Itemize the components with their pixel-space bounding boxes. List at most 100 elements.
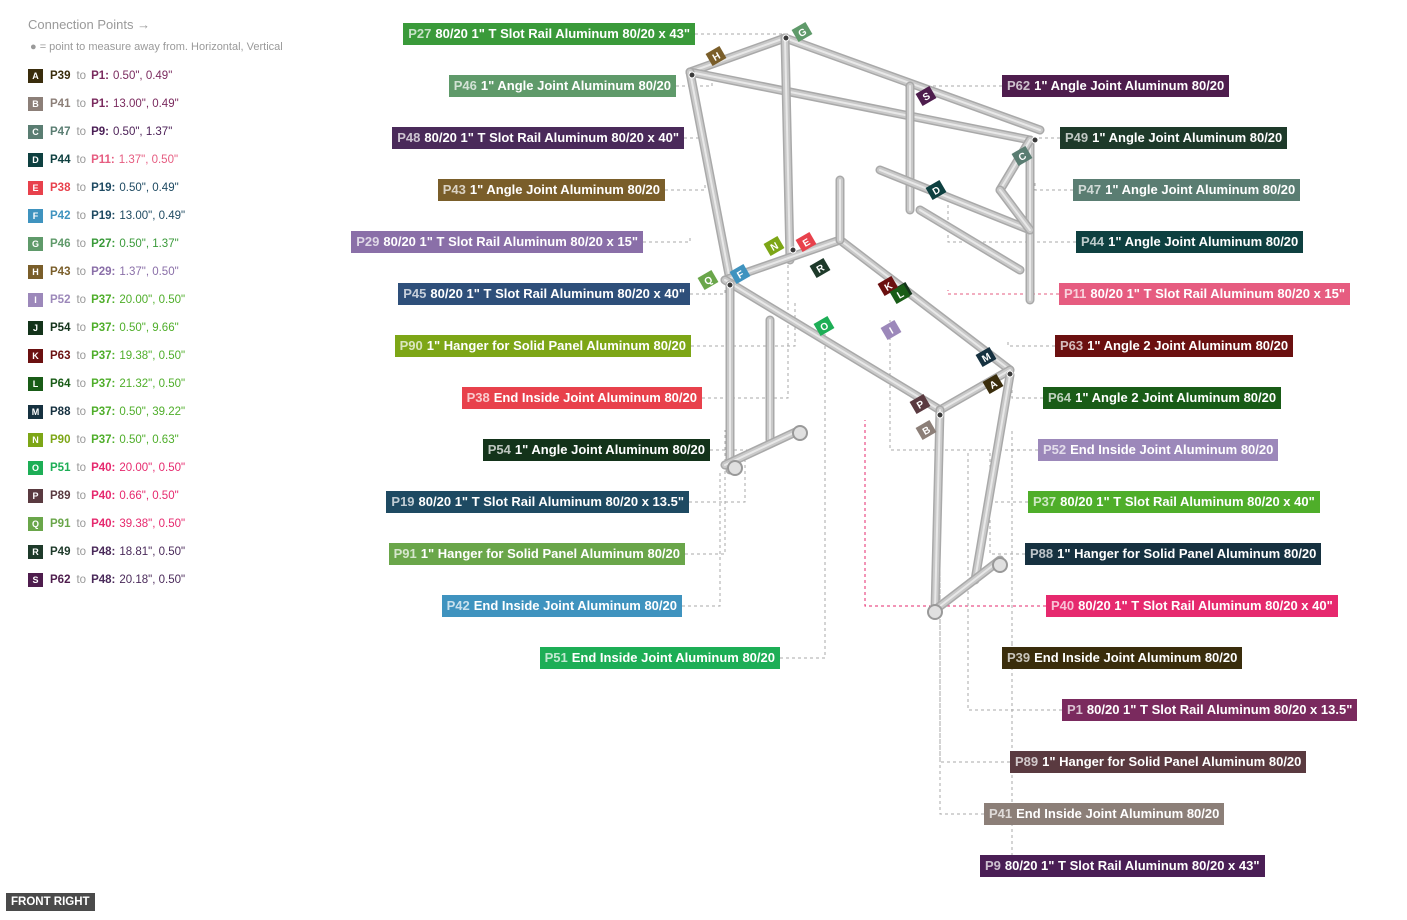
legend-target-id: P19: xyxy=(91,182,116,194)
legend-target-id: P37: xyxy=(91,406,116,418)
marker-e[interactable]: E xyxy=(795,231,817,253)
legend-to: to xyxy=(76,294,87,306)
marker-h[interactable]: H xyxy=(705,45,727,67)
measure-point xyxy=(688,71,696,79)
marker-b[interactable]: B xyxy=(915,419,937,441)
legend-letter-badge: S xyxy=(28,573,43,587)
part-id: P45 xyxy=(403,286,427,301)
marker-box xyxy=(975,346,997,368)
marker-letter: N xyxy=(769,241,781,254)
leader-line xyxy=(682,470,721,607)
marker-a[interactable]: A xyxy=(982,373,1004,395)
marker-l[interactable]: L xyxy=(889,283,911,305)
part-name: 1" Hanger for Solid Panel Aluminum 80/20 xyxy=(420,546,680,561)
marker-p[interactable]: P xyxy=(909,393,931,415)
legend-offset: 13.00", 0.49" xyxy=(112,98,179,110)
marker-g[interactable]: G xyxy=(791,21,813,43)
marker-d[interactable]: D xyxy=(925,179,947,201)
legend-to: to xyxy=(76,70,87,82)
part-id: P51 xyxy=(544,650,568,665)
marker-box xyxy=(915,85,937,107)
marker-f[interactable]: F xyxy=(729,263,751,285)
part-id: P49 xyxy=(1065,130,1089,145)
legend-letter-badge: R xyxy=(28,545,43,559)
legend-letter-badge: L xyxy=(28,377,43,391)
legend-offset: 39.38", 0.50" xyxy=(119,518,186,530)
legend-offset: 0.50", 0.49" xyxy=(119,182,179,194)
part-id: P88 xyxy=(1030,546,1054,561)
marker-s[interactable]: S xyxy=(915,85,937,107)
measure-point xyxy=(789,246,797,254)
legend-offset: 1.37", 0.50" xyxy=(119,266,179,278)
part-id: P62 xyxy=(1007,78,1031,93)
part-name: 1" Angle Joint Aluminum 80/20 xyxy=(1105,182,1296,197)
legend-letter-badge: A xyxy=(28,69,43,83)
part-name: 1" Hanger for Solid Panel Aluminum 80/20 xyxy=(1057,546,1317,561)
legend-letter-badge: O xyxy=(28,461,43,475)
marker-c[interactable]: C xyxy=(1011,145,1033,167)
marker-i[interactable]: I xyxy=(880,319,902,341)
frame-rail xyxy=(839,239,1011,371)
part-name: 1" Hanger for Solid Panel Aluminum 80/20 xyxy=(1042,754,1302,769)
part-id: P42 xyxy=(446,598,470,613)
marker-r[interactable]: R xyxy=(809,257,831,279)
legend-offset: 20.18", 0.50" xyxy=(119,574,186,586)
legend-target-id: P9: xyxy=(91,126,109,138)
part-name: 1" Hanger for Solid Panel Aluminum 80/20 xyxy=(426,338,686,353)
leader-line xyxy=(702,260,789,399)
leader-line xyxy=(1007,340,1055,347)
legend-part-id: P49 xyxy=(50,546,71,558)
part-name: 80/20 1" T Slot Rail Aluminum 80/20 x 43… xyxy=(1004,858,1260,873)
leader-line xyxy=(989,520,1025,555)
part-name: 80/20 1" T Slot Rail Aluminum 80/20 x 40… xyxy=(424,130,679,145)
legend-part-id: P41 xyxy=(50,98,71,110)
part-name: 80/20 1" T Slot Rail Aluminum 80/20 x 40… xyxy=(430,286,685,301)
marker-o[interactable]: O xyxy=(813,315,835,337)
leader-line xyxy=(665,184,706,191)
frame-rail xyxy=(724,279,941,411)
view-badge[interactable]: FRONT RIGHT xyxy=(6,893,95,911)
marker-m[interactable]: M xyxy=(975,346,997,368)
part-id: P37 xyxy=(1033,494,1057,509)
part-id: P44 xyxy=(1081,234,1105,249)
legend-offset: 13.00", 0.49" xyxy=(119,210,186,222)
part-id: P63 xyxy=(1060,338,1084,353)
marker-q[interactable]: Q xyxy=(697,269,719,291)
frame-rail xyxy=(784,37,791,261)
legend-offset: 0.50", 1.37" xyxy=(119,238,179,250)
marker-n[interactable]: N xyxy=(763,235,785,257)
part-name: 80/20 1" T Slot Rail Aluminum 80/20 x 43… xyxy=(435,26,690,41)
